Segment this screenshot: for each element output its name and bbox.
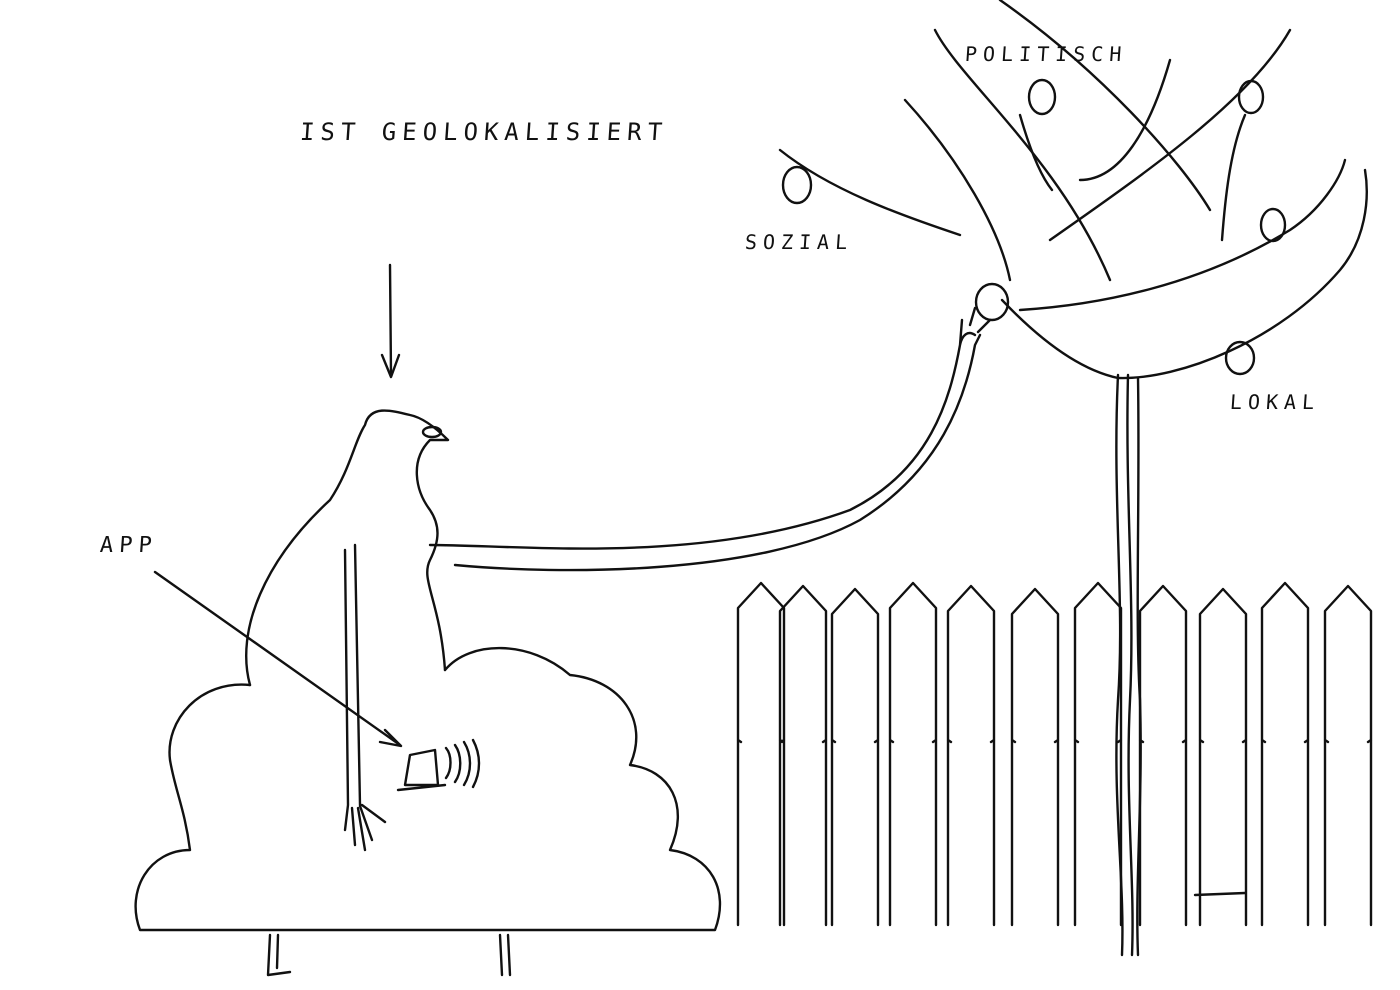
fence-picket [736,581,786,927]
fence-picket [1073,581,1123,927]
phone-icon [396,738,481,792]
label-app: APP [99,533,159,558]
fence-picket [1260,581,1310,927]
tree-branches [778,0,1368,380]
label-local: LOKAL [1229,390,1322,414]
cloud-body [134,646,722,932]
fence-mark [1193,891,1247,897]
figure-legs [266,933,512,977]
fence-picket [1010,587,1060,927]
label-geolocated: IST GEOLOKALISIERT [299,118,670,146]
tree-fruits [781,78,1287,376]
eye-icon [421,425,443,439]
fence-picket [1138,584,1188,927]
down-arrow-icon [380,263,401,379]
fence-picket [778,584,828,927]
fence-picket [830,587,880,927]
app-arrow-icon [153,570,403,748]
label-political: POLITISCH [964,42,1129,66]
fence-picket [888,581,938,927]
label-social: SOZIAL [744,230,855,254]
fence-picket [1323,584,1373,927]
figure-arm [343,543,387,852]
figure-upper-body [245,409,450,687]
figure-long-arm [428,306,992,572]
fence-picket [1198,587,1248,927]
fence-picket [946,584,996,927]
fence [736,581,1373,927]
